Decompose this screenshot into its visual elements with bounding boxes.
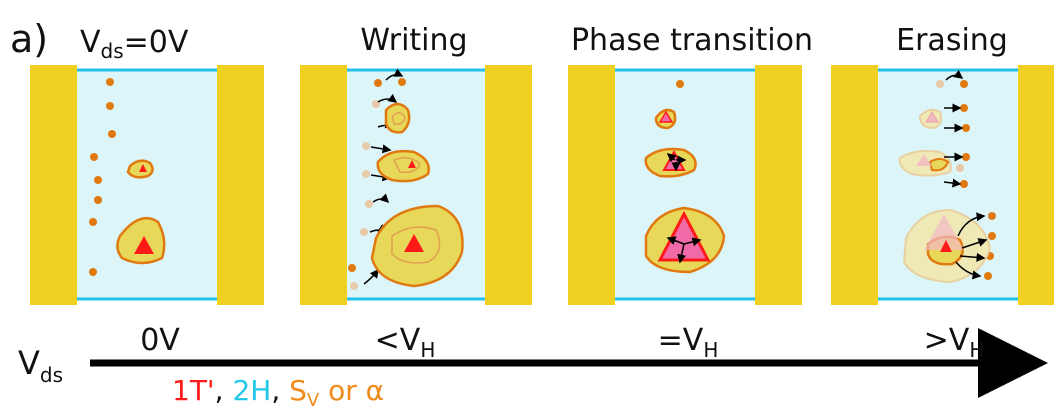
left-electrode [300,65,347,305]
panel-3-device [568,65,802,305]
vacancy-origin [350,100,380,290]
left-electrode [30,65,77,305]
defect-cluster [126,159,154,179]
panel-1-title: Vds=0V [80,25,189,63]
right-electrode [755,65,802,305]
legend-sv: S [289,374,307,407]
axis-tick-1: <VH [375,323,436,362]
right-electrode [1018,65,1054,305]
left-electrode [568,65,615,305]
panel-label: a) [10,17,48,61]
axis-tick-2: =VH [658,323,719,362]
panel-4-device [831,65,1054,305]
channel [77,70,217,299]
transition-arrows [666,153,702,264]
axis-tick-0: 0V [140,323,180,358]
panel-2-title: Writing [360,23,467,58]
1t-prime-seed [139,164,147,172]
panel-4-title: Erasing [896,23,1008,58]
sulfur-vacancies [348,78,406,272]
1t-prime-seed [134,236,154,254]
vacancy-origin [936,80,964,172]
axis-tick-3: >VH [924,323,985,362]
axis-label: Vds [18,344,63,387]
right-electrode [485,65,532,305]
erasing-arrows [943,69,988,280]
phase-legend: 1T', 2H, SV or α [172,374,384,407]
right-electrode [217,65,264,305]
left-electrode [831,65,878,305]
panel-2-device [300,65,532,305]
sulfur-vacancies [89,78,116,276]
panel-1-device [30,65,264,305]
legend-2h: 2H [232,374,271,407]
legend-1t-prime: 1T' [172,374,215,407]
panel-3-title: Phase transition [571,23,813,58]
